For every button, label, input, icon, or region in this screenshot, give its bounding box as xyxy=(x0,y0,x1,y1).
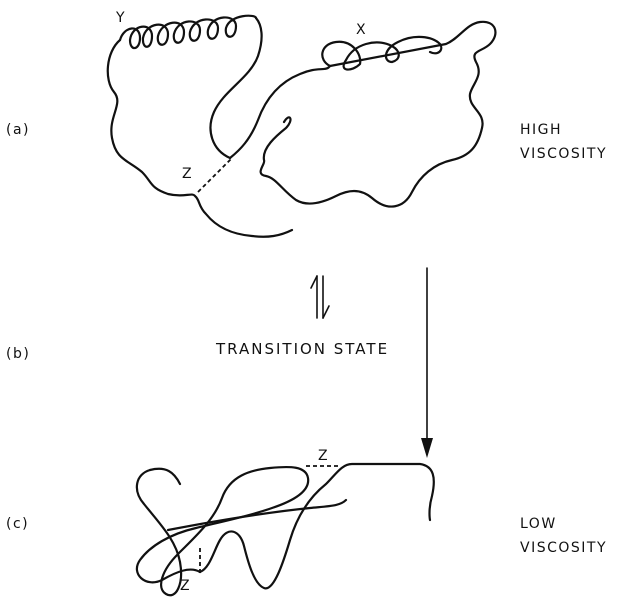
chain-c xyxy=(137,464,434,595)
chain-left-lobe xyxy=(108,18,292,237)
panel-label-c: (c) xyxy=(6,516,29,532)
panel-label-a: (a) xyxy=(6,122,30,138)
folded-chain-a xyxy=(108,16,496,237)
chain-right-lobe xyxy=(230,22,495,207)
transition-state-label: TRANSITION STATE xyxy=(215,340,389,358)
unfolded-chain-c xyxy=(137,464,434,595)
chain-c-cross xyxy=(150,469,346,530)
label-z-c-upper: Z xyxy=(318,448,329,464)
label-y: Y xyxy=(115,10,126,26)
panel-label-b: (b) xyxy=(6,346,30,362)
label-z-c-lower: Z xyxy=(180,578,191,594)
equilibrium-arrows xyxy=(311,276,329,318)
state-c-line2: VISCOSITY xyxy=(520,540,607,556)
state-c-line1: LOW xyxy=(520,516,557,532)
label-z-a: Z xyxy=(182,166,193,182)
state-a-line2: VISCOSITY xyxy=(520,146,607,162)
forward-arrow xyxy=(421,268,433,458)
crosslink-z-a xyxy=(198,158,232,192)
helix-y xyxy=(120,16,256,48)
state-a-line1: HIGH xyxy=(520,122,562,138)
label-x: X xyxy=(356,22,367,38)
